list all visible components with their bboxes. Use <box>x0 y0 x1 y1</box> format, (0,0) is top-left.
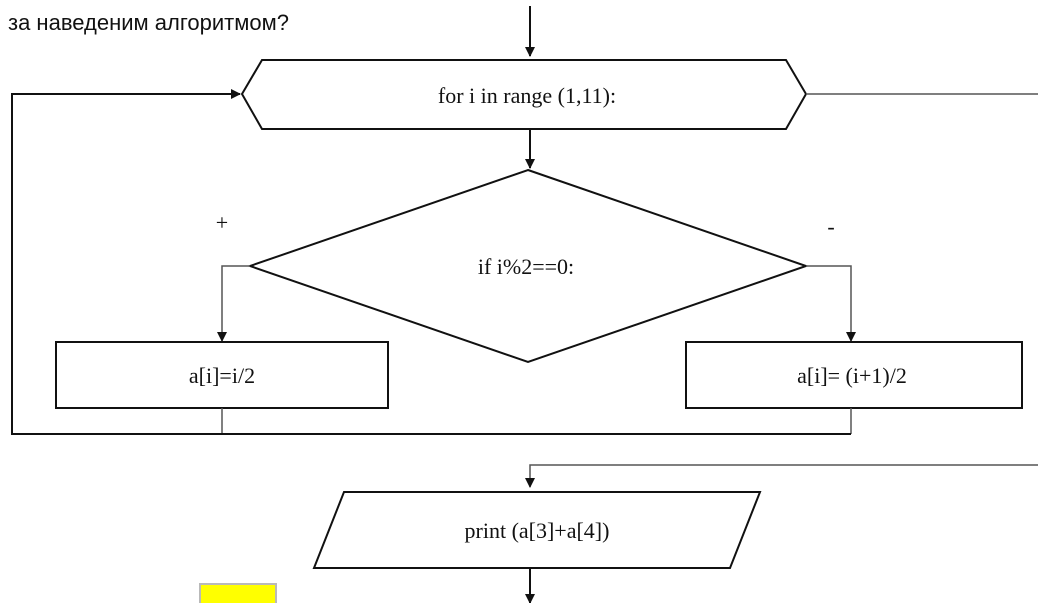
false-marker: - <box>827 214 834 239</box>
output-label: print (a[3]+a[4]) <box>465 518 610 543</box>
false-branch-box <box>685 341 1023 409</box>
false-branch-label: a[i]= (i+1)/2 <box>797 363 907 388</box>
loop-block <box>240 59 808 130</box>
exit-connector <box>525 464 1038 488</box>
true-marker: + <box>216 210 228 235</box>
output-block <box>312 491 762 569</box>
yellow-highlight-box <box>199 583 277 603</box>
false-branch-connector <box>806 265 856 342</box>
question-text: за наведеним алгоритмом? <box>8 10 289 35</box>
condition-label: if i%2==0: <box>478 254 574 279</box>
true-branch-connector <box>217 265 250 342</box>
decision-diamond <box>246 168 810 364</box>
loop-back-line <box>11 89 851 435</box>
loop-label: for i in range (1,11): <box>438 83 616 108</box>
true-branch-label: a[i]=i/2 <box>189 363 255 388</box>
